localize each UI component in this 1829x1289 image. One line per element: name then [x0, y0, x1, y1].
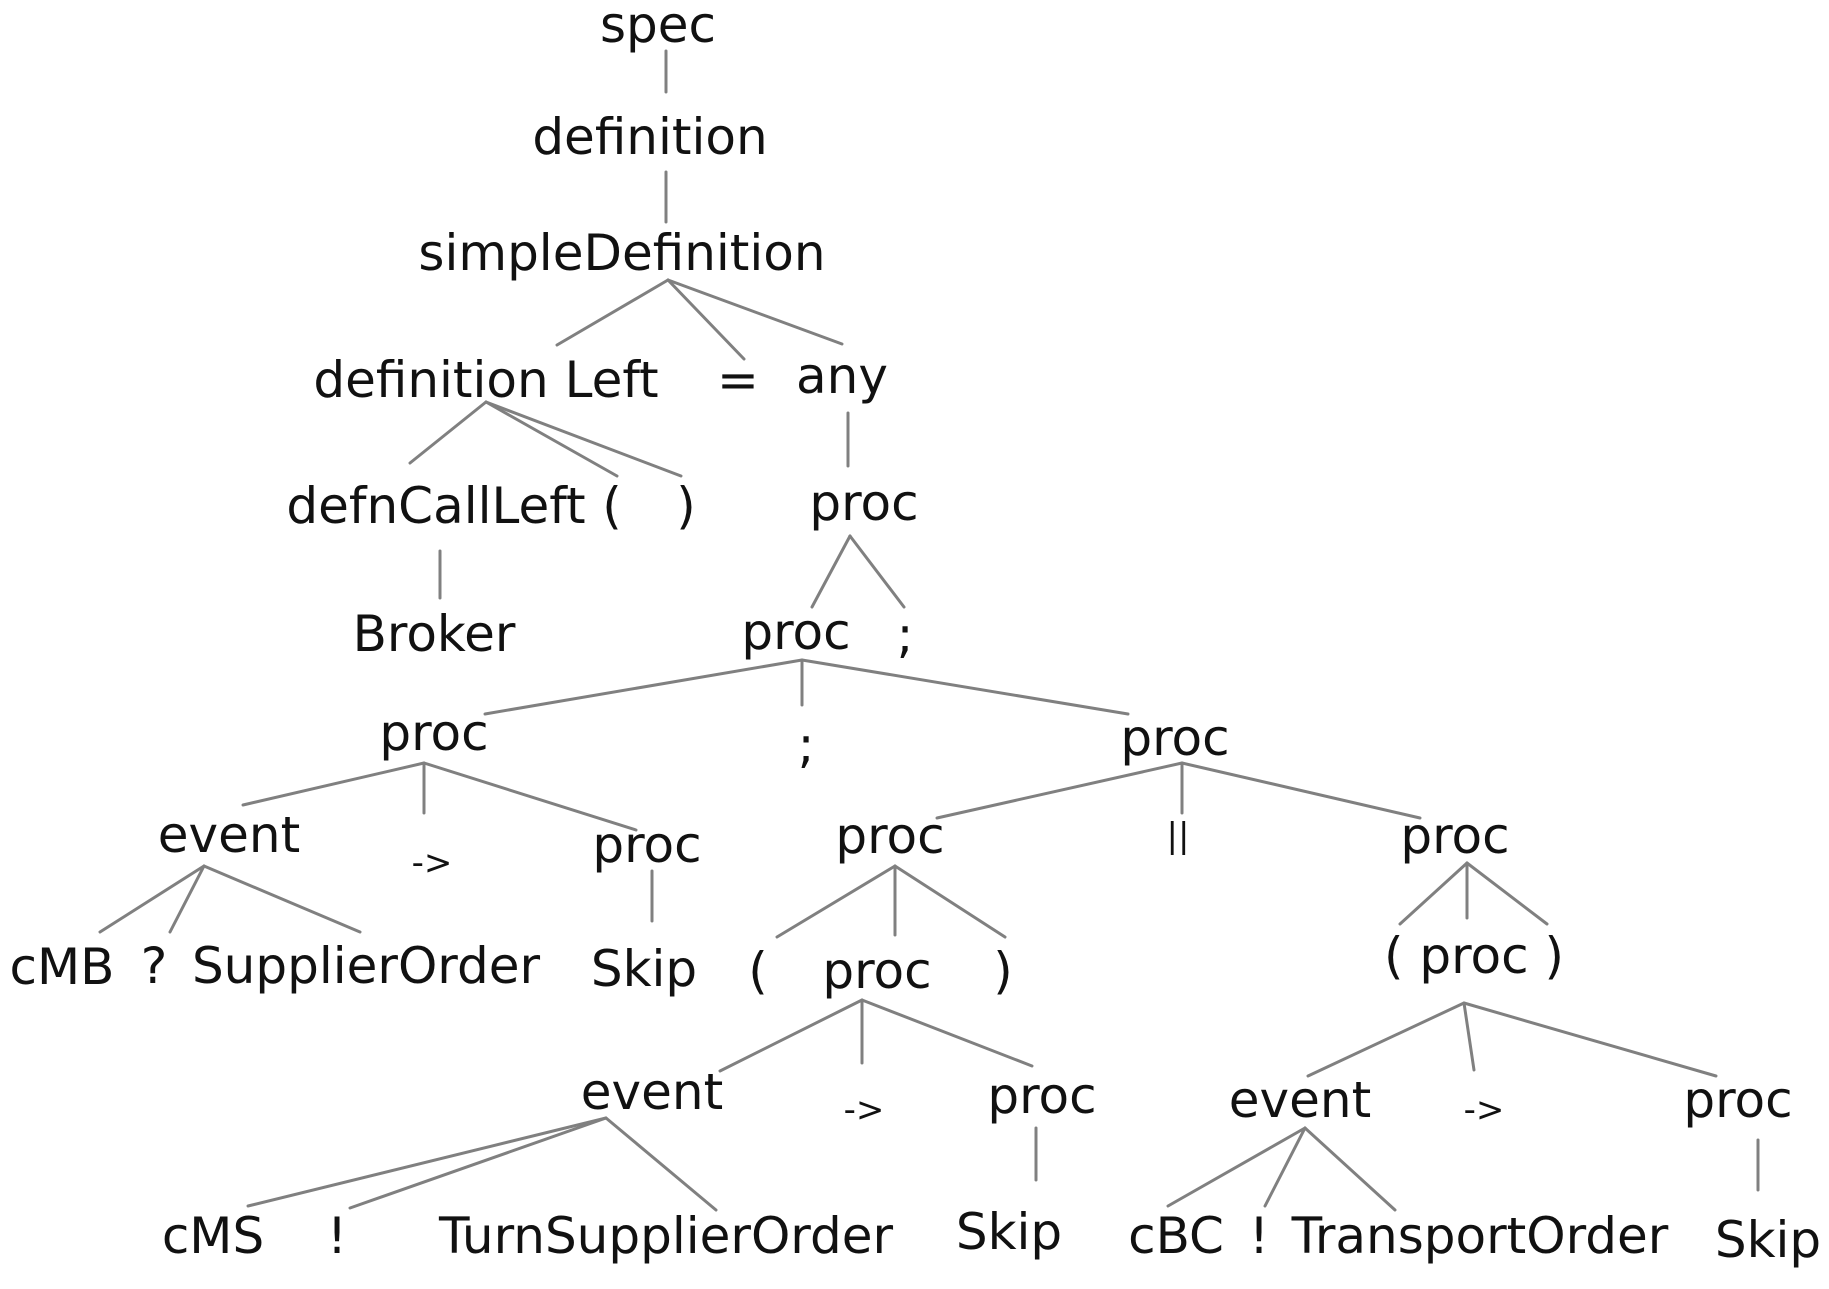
edge-proc4-proc6: [935, 761, 1184, 820]
edge-proc6-lparen2: [775, 864, 897, 939]
node-equals: =: [717, 351, 759, 409]
edge-event2-cMS: [246, 1116, 608, 1208]
node-cMB: cMB: [10, 938, 115, 996]
edge-proc3-proc5: [422, 761, 638, 832]
edge-definitionLeft-defnCallLeft: [408, 400, 488, 465]
node-simpleDefinition: simpleDefinition: [418, 224, 825, 282]
node-skip3: Skip: [1715, 1211, 1821, 1269]
edge-event2-bang1: [348, 1116, 608, 1210]
node-lparen1: (: [602, 477, 622, 535]
node-event3: event: [1229, 1071, 1371, 1129]
edge-simpleDefinition-any: [666, 278, 844, 346]
edge-proc6-rparen2: [893, 864, 1007, 939]
node-q1: ?: [141, 937, 168, 995]
edge-event1-q1: [168, 864, 206, 934]
node-event2: event: [581, 1063, 723, 1121]
edge-event2-turnSupplierOrder: [604, 1116, 718, 1212]
node-any: any: [796, 347, 888, 405]
node-defnCallLeft: defnCallLeft: [286, 477, 585, 535]
node-arrow1: ->: [412, 843, 453, 883]
edge-event1-supplierOrder: [202, 864, 362, 934]
node-arrow3: ->: [1464, 1090, 1505, 1130]
tree-edges: [98, 49, 1760, 1212]
node-bang1: !: [327, 1207, 347, 1265]
edge-definitionLeft-rparen1: [484, 400, 683, 478]
node-proc3: proc: [379, 704, 488, 762]
node-bang2: !: [1249, 1207, 1269, 1265]
node-turnSupplierOrder: TurnSupplierOrder: [438, 1207, 894, 1265]
node-proc7: proc: [1400, 807, 1509, 865]
tree-labels: spec definition simpleDefinition definition…: [10, 0, 1822, 1269]
edge-proc7-parenProc: [1398, 861, 1469, 926]
edge-proc3-event1: [241, 761, 426, 807]
node-proc4: proc: [1120, 709, 1229, 767]
node-proc10: proc: [1683, 1071, 1792, 1129]
node-cMS: cMS: [162, 1207, 264, 1265]
node-skip2: Skip: [956, 1203, 1062, 1261]
edge-simpleDefinition-definitionLeft: [555, 278, 670, 347]
node-parenProc: ( proc ): [1384, 927, 1564, 985]
node-proc6: proc: [835, 807, 944, 865]
edge-parenProc-arrow3: [1462, 1001, 1476, 1072]
edge-event3-cBC: [1166, 1126, 1307, 1208]
edge-parenProc-event3: [1306, 1001, 1466, 1078]
node-definition: definition: [532, 108, 767, 166]
node-semi2: ;: [798, 716, 815, 774]
edge-proc7-parenProc: [1465, 861, 1549, 926]
node-broker: Broker: [353, 605, 516, 663]
node-lparen2: (: [748, 942, 768, 1000]
node-skip1: Skip: [591, 940, 697, 998]
edge-event3-transportOrder: [1303, 1126, 1397, 1212]
node-rparen2: ): [993, 942, 1013, 1000]
node-spec: spec: [600, 0, 716, 54]
edge-event1-cMB: [98, 864, 206, 934]
node-par: ||: [1167, 816, 1190, 856]
node-transportOrder: TransportOrder: [1291, 1207, 1669, 1265]
edge-proc8-event2: [718, 998, 864, 1073]
node-semi1: ;: [897, 606, 914, 664]
edge-proc4-proc7: [1180, 761, 1422, 820]
node-proc1: proc: [809, 474, 918, 532]
edge-proc8-proc9: [860, 998, 1034, 1068]
edge-simpleDefinition-equals: [666, 278, 746, 361]
edge-proc1-semi1: [848, 534, 906, 609]
edge-proc2-proc3: [483, 658, 804, 716]
edge-parenProc-proc10: [1462, 1001, 1718, 1078]
node-proc2: proc: [741, 603, 850, 661]
edge-definitionLeft-lparen1: [484, 400, 619, 478]
node-arrow2: ->: [844, 1090, 885, 1130]
edge-proc1-proc2: [810, 534, 852, 609]
edge-proc2-proc4: [800, 658, 1130, 716]
node-event1: event: [158, 806, 300, 864]
node-definitionLeft: definition Left: [313, 351, 658, 409]
node-proc9: proc: [987, 1067, 1096, 1125]
node-proc8: proc: [822, 942, 931, 1000]
node-proc5: proc: [592, 816, 701, 874]
node-cBC: cBC: [1128, 1207, 1224, 1265]
edge-event3-bang2: [1263, 1126, 1307, 1208]
node-rparen1: ): [676, 477, 696, 535]
node-supplierOrder: SupplierOrder: [192, 937, 541, 995]
